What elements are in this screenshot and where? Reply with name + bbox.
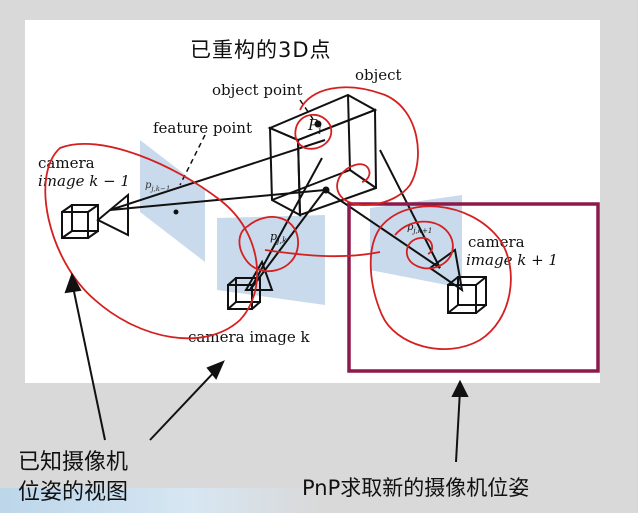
label-camera-prev-2: image k − 1 (38, 172, 130, 190)
annotation-spiral-next (394, 220, 454, 270)
annotation-ellipse-next (369, 205, 512, 350)
object-point-pointer (299, 99, 316, 123)
caption-arrows (64, 272, 469, 463)
red-annotations (44, 86, 512, 350)
label-point-pi: Pi (307, 116, 321, 137)
label-feature-prev: pj,k−1 (145, 180, 170, 193)
camera-prev (61, 192, 129, 239)
label-feature-current: pj,k (270, 230, 287, 245)
arrow-left-1 (71, 281, 106, 441)
annotation-ellipse-prev (44, 143, 259, 340)
object-point-marker (314, 120, 322, 128)
caption-pnp: PnP求取新的摄像机位姿 (302, 476, 530, 500)
caption-left-line1: 已知摄像机 (18, 450, 129, 475)
camera-next (428, 248, 487, 314)
label-camera-prev-1: camera (38, 154, 95, 172)
feature-point-prev-marker (173, 209, 179, 215)
annotation-circle-pi (294, 113, 333, 150)
label-object: object (355, 66, 402, 84)
annotation-swirl-object (299, 86, 419, 206)
bottom-strip (0, 488, 320, 513)
image-plane-prev (140, 140, 205, 262)
arrow-left-2 (149, 367, 219, 441)
arrow-right (455, 389, 461, 463)
label-feature-next: pj,k+1 (407, 222, 432, 235)
label-feature-point: feature point (153, 119, 252, 137)
highlight-box (347, 202, 600, 373)
label-camera-next-1: camera (468, 233, 525, 251)
image-plane-current (217, 215, 325, 305)
annotation-connector (264, 249, 381, 258)
object-cube (267, 93, 378, 217)
caption-known-views: 已知摄像机 位姿的视图 (18, 448, 128, 508)
label-object-point: object point (212, 81, 302, 99)
caption-left-line2: 位姿的视图 (18, 480, 129, 505)
annotation-loop-current (238, 216, 299, 273)
camera-current (227, 259, 274, 310)
scene-point-marker (322, 186, 330, 194)
figure-title: 已重构的3D点 (190, 38, 332, 62)
label-camera-next-2: image k + 1 (466, 251, 558, 269)
feature-point-pointer (179, 134, 206, 186)
projection-rays (109, 139, 441, 291)
